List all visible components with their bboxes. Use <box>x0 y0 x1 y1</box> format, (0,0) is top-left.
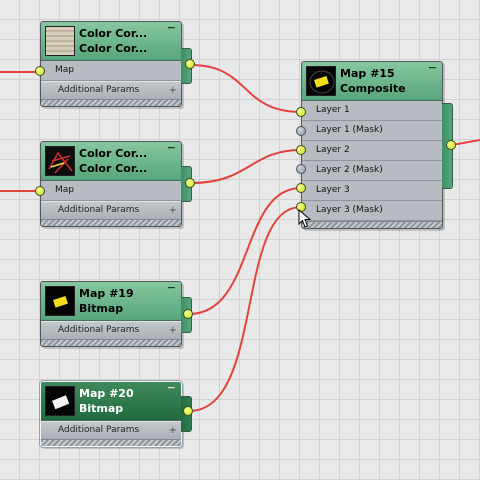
node-title: Color Cor... <box>79 27 148 40</box>
layer-label: Layer 1 (Mask) <box>316 125 383 135</box>
expand-icon[interactable]: + <box>168 205 177 216</box>
additional-params-label: Additional Params <box>58 325 140 335</box>
layer-label: Layer 2 (Mask) <box>316 165 383 175</box>
layer-label: Layer 3 (Mask) <box>316 205 383 215</box>
bitmap-thumbnail <box>45 386 75 416</box>
node-subtitle: Bitmap <box>79 302 124 315</box>
layer-label: Layer 1 <box>316 105 350 115</box>
texture-thumbnail <box>45 146 75 176</box>
layer-row[interactable]: Layer 3 (Mask) <box>302 201 442 221</box>
color-correction-node-2[interactable]: Color Cor... Color Cor... − Map Addition… <box>40 141 182 227</box>
output-socket[interactable] <box>183 406 193 416</box>
node-title: Color Cor... <box>79 147 148 160</box>
node-header[interactable]: Map #19 Bitmap − <box>41 282 181 321</box>
collapse-icon[interactable]: − <box>427 61 437 74</box>
node-header[interactable]: Map #20 Bitmap − <box>41 382 181 421</box>
additional-params-label: Additional Params <box>58 85 140 95</box>
bitmap-node-map20[interactable]: Map #20 Bitmap − Additional Params + <box>40 381 182 447</box>
expand-icon[interactable]: + <box>168 325 177 336</box>
wire-cc1-layer1 <box>190 64 302 113</box>
wire-map19-layer3 <box>188 187 302 315</box>
layer-row[interactable]: Layer 1 <box>302 101 442 121</box>
expand-icon[interactable]: + <box>168 425 177 436</box>
node-title: Map #19 <box>79 287 134 300</box>
output-socket[interactable] <box>183 309 193 319</box>
node-footer <box>41 99 181 106</box>
composite-node-map15[interactable]: Map #15 Composite − Layer 1 Layer 1 (Mas… <box>301 61 443 229</box>
layer-label: Layer 2 <box>316 145 350 155</box>
wire-map20-layer3mask <box>188 206 302 412</box>
additional-params-rollout[interactable]: Additional Params + <box>41 321 181 339</box>
node-footer <box>41 219 181 226</box>
composite-thumbnail <box>306 66 336 96</box>
layer-row[interactable]: Layer 2 <box>302 141 442 161</box>
collapse-icon[interactable]: − <box>166 281 176 294</box>
output-socket[interactable] <box>185 178 195 188</box>
additional-params-rollout[interactable]: Additional Params + <box>41 421 181 439</box>
node-subtitle: Color Cor... <box>79 42 148 55</box>
color-correction-node-1[interactable]: Color Cor... Color Cor... − Map Addition… <box>40 21 182 107</box>
layer-row[interactable]: Layer 2 (Mask) <box>302 161 442 181</box>
layer-label: Layer 3 <box>316 185 350 195</box>
bitmap-node-map19[interactable]: Map #19 Bitmap − Additional Params + <box>40 281 182 347</box>
collapse-icon[interactable]: − <box>166 21 176 34</box>
layer2-socket[interactable] <box>296 145 306 155</box>
layer1-mask-socket[interactable] <box>296 126 306 136</box>
output-socket[interactable] <box>185 59 195 69</box>
node-footer <box>41 439 181 446</box>
layer-row[interactable]: Layer 3 <box>302 181 442 201</box>
node-subtitle: Composite <box>340 82 406 95</box>
input-row-map[interactable]: Map <box>41 61 181 81</box>
layer3-socket[interactable] <box>296 183 306 193</box>
layer-row[interactable]: Layer 1 (Mask) <box>302 121 442 141</box>
mouse-cursor-icon <box>298 209 312 228</box>
layer1-socket[interactable] <box>296 107 306 117</box>
input-label: Map <box>55 185 74 195</box>
additional-params-rollout[interactable]: Additional Params + <box>41 81 181 99</box>
layer2-mask-socket[interactable] <box>296 164 306 174</box>
additional-params-label: Additional Params <box>58 205 140 215</box>
bitmap-thumbnail <box>45 286 75 316</box>
node-title: Map #20 <box>79 387 134 400</box>
wire-cc2-layer2 <box>190 149 302 184</box>
additional-params-rollout[interactable]: Additional Params + <box>41 201 181 219</box>
wire-out-composite <box>451 139 480 146</box>
input-label: Map <box>55 65 74 75</box>
node-header[interactable]: Map #15 Composite − <box>302 62 442 101</box>
input-row-map[interactable]: Map <box>41 181 181 201</box>
output-socket[interactable] <box>446 140 456 150</box>
collapse-icon[interactable]: − <box>166 381 176 394</box>
node-footer <box>302 221 442 228</box>
texture-thumbnail <box>45 26 75 56</box>
input-socket-map[interactable] <box>35 66 45 76</box>
additional-params-label: Additional Params <box>58 425 140 435</box>
collapse-icon[interactable]: − <box>166 141 176 154</box>
input-socket-map[interactable] <box>35 186 45 196</box>
node-header[interactable]: Color Cor... Color Cor... − <box>41 22 181 61</box>
node-header[interactable]: Color Cor... Color Cor... − <box>41 142 181 181</box>
node-footer <box>41 339 181 346</box>
expand-icon[interactable]: + <box>168 85 177 96</box>
node-subtitle: Color Cor... <box>79 162 148 175</box>
node-title: Map #15 <box>340 67 395 80</box>
node-subtitle: Bitmap <box>79 402 124 415</box>
